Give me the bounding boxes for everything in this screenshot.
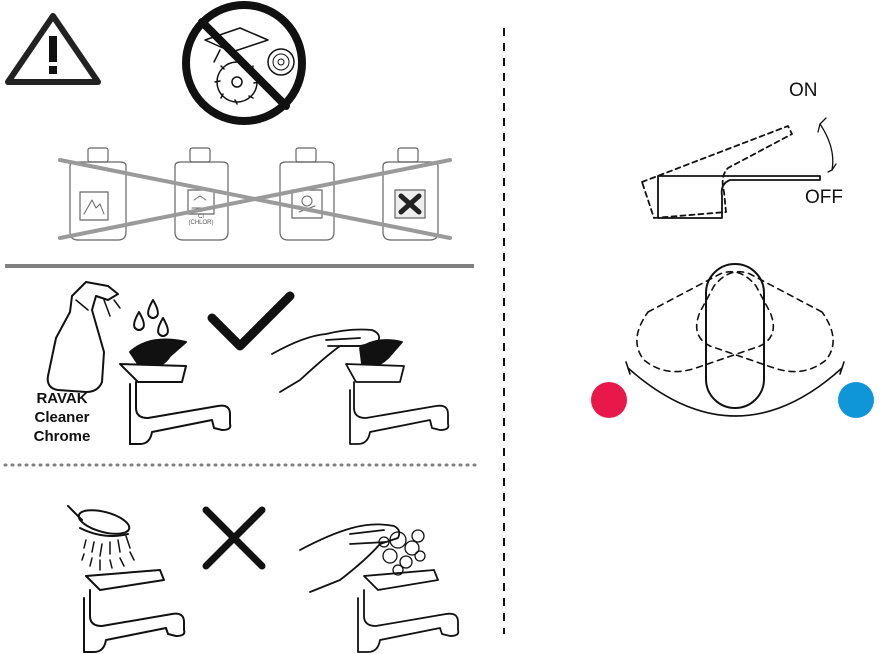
hot-water-indicator	[591, 382, 627, 418]
hand-scrubbing-faucet	[299, 523, 460, 653]
no-abrasive-tools-icon	[182, 1, 306, 125]
cross-icon	[202, 506, 266, 570]
bottle-harmful	[382, 147, 439, 241]
faucet-bottom-left	[83, 569, 186, 653]
bottle-corrosive	[174, 147, 229, 241]
checkmark-icon	[207, 291, 295, 351]
brand-line-3: Chrome	[33, 428, 91, 445]
shower-head-icon	[67, 505, 135, 571]
water-drops-icon	[133, 299, 169, 337]
hand-wiping-faucet	[271, 328, 450, 445]
warning-triangle-icon	[5, 13, 101, 85]
chlorine-label: Cl (CHLOR)	[181, 214, 221, 226]
spray-bottle-icon	[46, 281, 121, 393]
brand-label: RAVAK Cleaner Chrome	[6, 389, 118, 446]
brand-line-2: Cleaner	[34, 409, 90, 426]
cold-water-indicator	[838, 382, 874, 418]
lever-on-off-diagram	[641, 117, 837, 219]
chemical-bottles-row	[58, 147, 452, 241]
brand-line-1: RAVAK	[36, 390, 88, 407]
faucet-with-cloth	[119, 338, 232, 445]
chlorine-name: (CHLOR)	[188, 220, 214, 226]
chlorine-symbol: Cl	[198, 214, 204, 220]
lever-off-label: OFF	[805, 187, 843, 208]
lever-on-label: ON	[789, 80, 818, 101]
lever-rotation-diagram	[625, 263, 845, 417]
